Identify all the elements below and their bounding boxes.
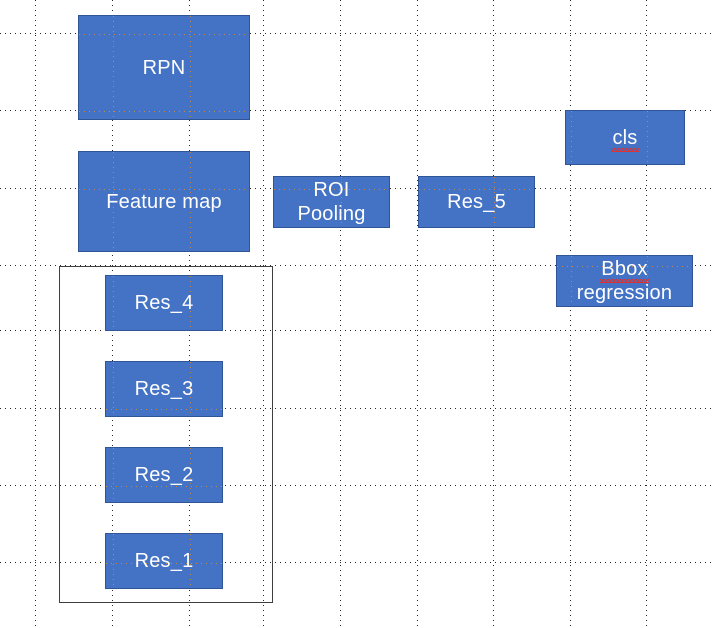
node-label: Feature map [106,190,222,213]
grid-vertical-line [493,0,494,628]
grid-horizontal-line [0,265,712,266]
node-rpn[interactable]: RPN [78,15,250,120]
grid-vertical-line [340,0,341,628]
node-label: RPN [142,56,186,79]
grid-vertical-line [570,0,571,628]
spellcheck-underline: Bbox [600,258,650,283]
node-cls[interactable]: cls [565,110,685,165]
grid-vertical-line [263,0,264,628]
node-label: cls [611,126,639,152]
grid-horizontal-line [0,33,712,34]
node-res-5[interactable]: Res_5 [418,176,535,228]
node-label: Res_1 [134,550,194,572]
node-label: Res_4 [134,292,194,314]
node-label: Res_3 [134,378,194,400]
grid-vertical-line [417,0,418,628]
grid-horizontal-line [0,485,712,486]
node-res-3[interactable]: Res_3 [105,361,223,417]
node-label: Res_5 [447,191,506,213]
node-res-2[interactable]: Res_2 [105,447,223,503]
grid-vertical-line [35,0,36,628]
group-box-backbone-group[interactable] [59,266,273,603]
node-res-1[interactable]: Res_1 [105,533,223,589]
grid-horizontal-line [0,330,712,331]
grid-horizontal-line [0,408,712,409]
node-res-4[interactable]: Res_4 [105,275,223,331]
node-feature-map[interactable]: Feature map [78,151,250,252]
grid-horizontal-line [0,562,712,563]
grid-horizontal-line [0,110,712,111]
spellcheck-underline: cls [611,126,639,152]
node-label: Res_2 [134,464,194,486]
grid-vertical-line [646,0,647,628]
